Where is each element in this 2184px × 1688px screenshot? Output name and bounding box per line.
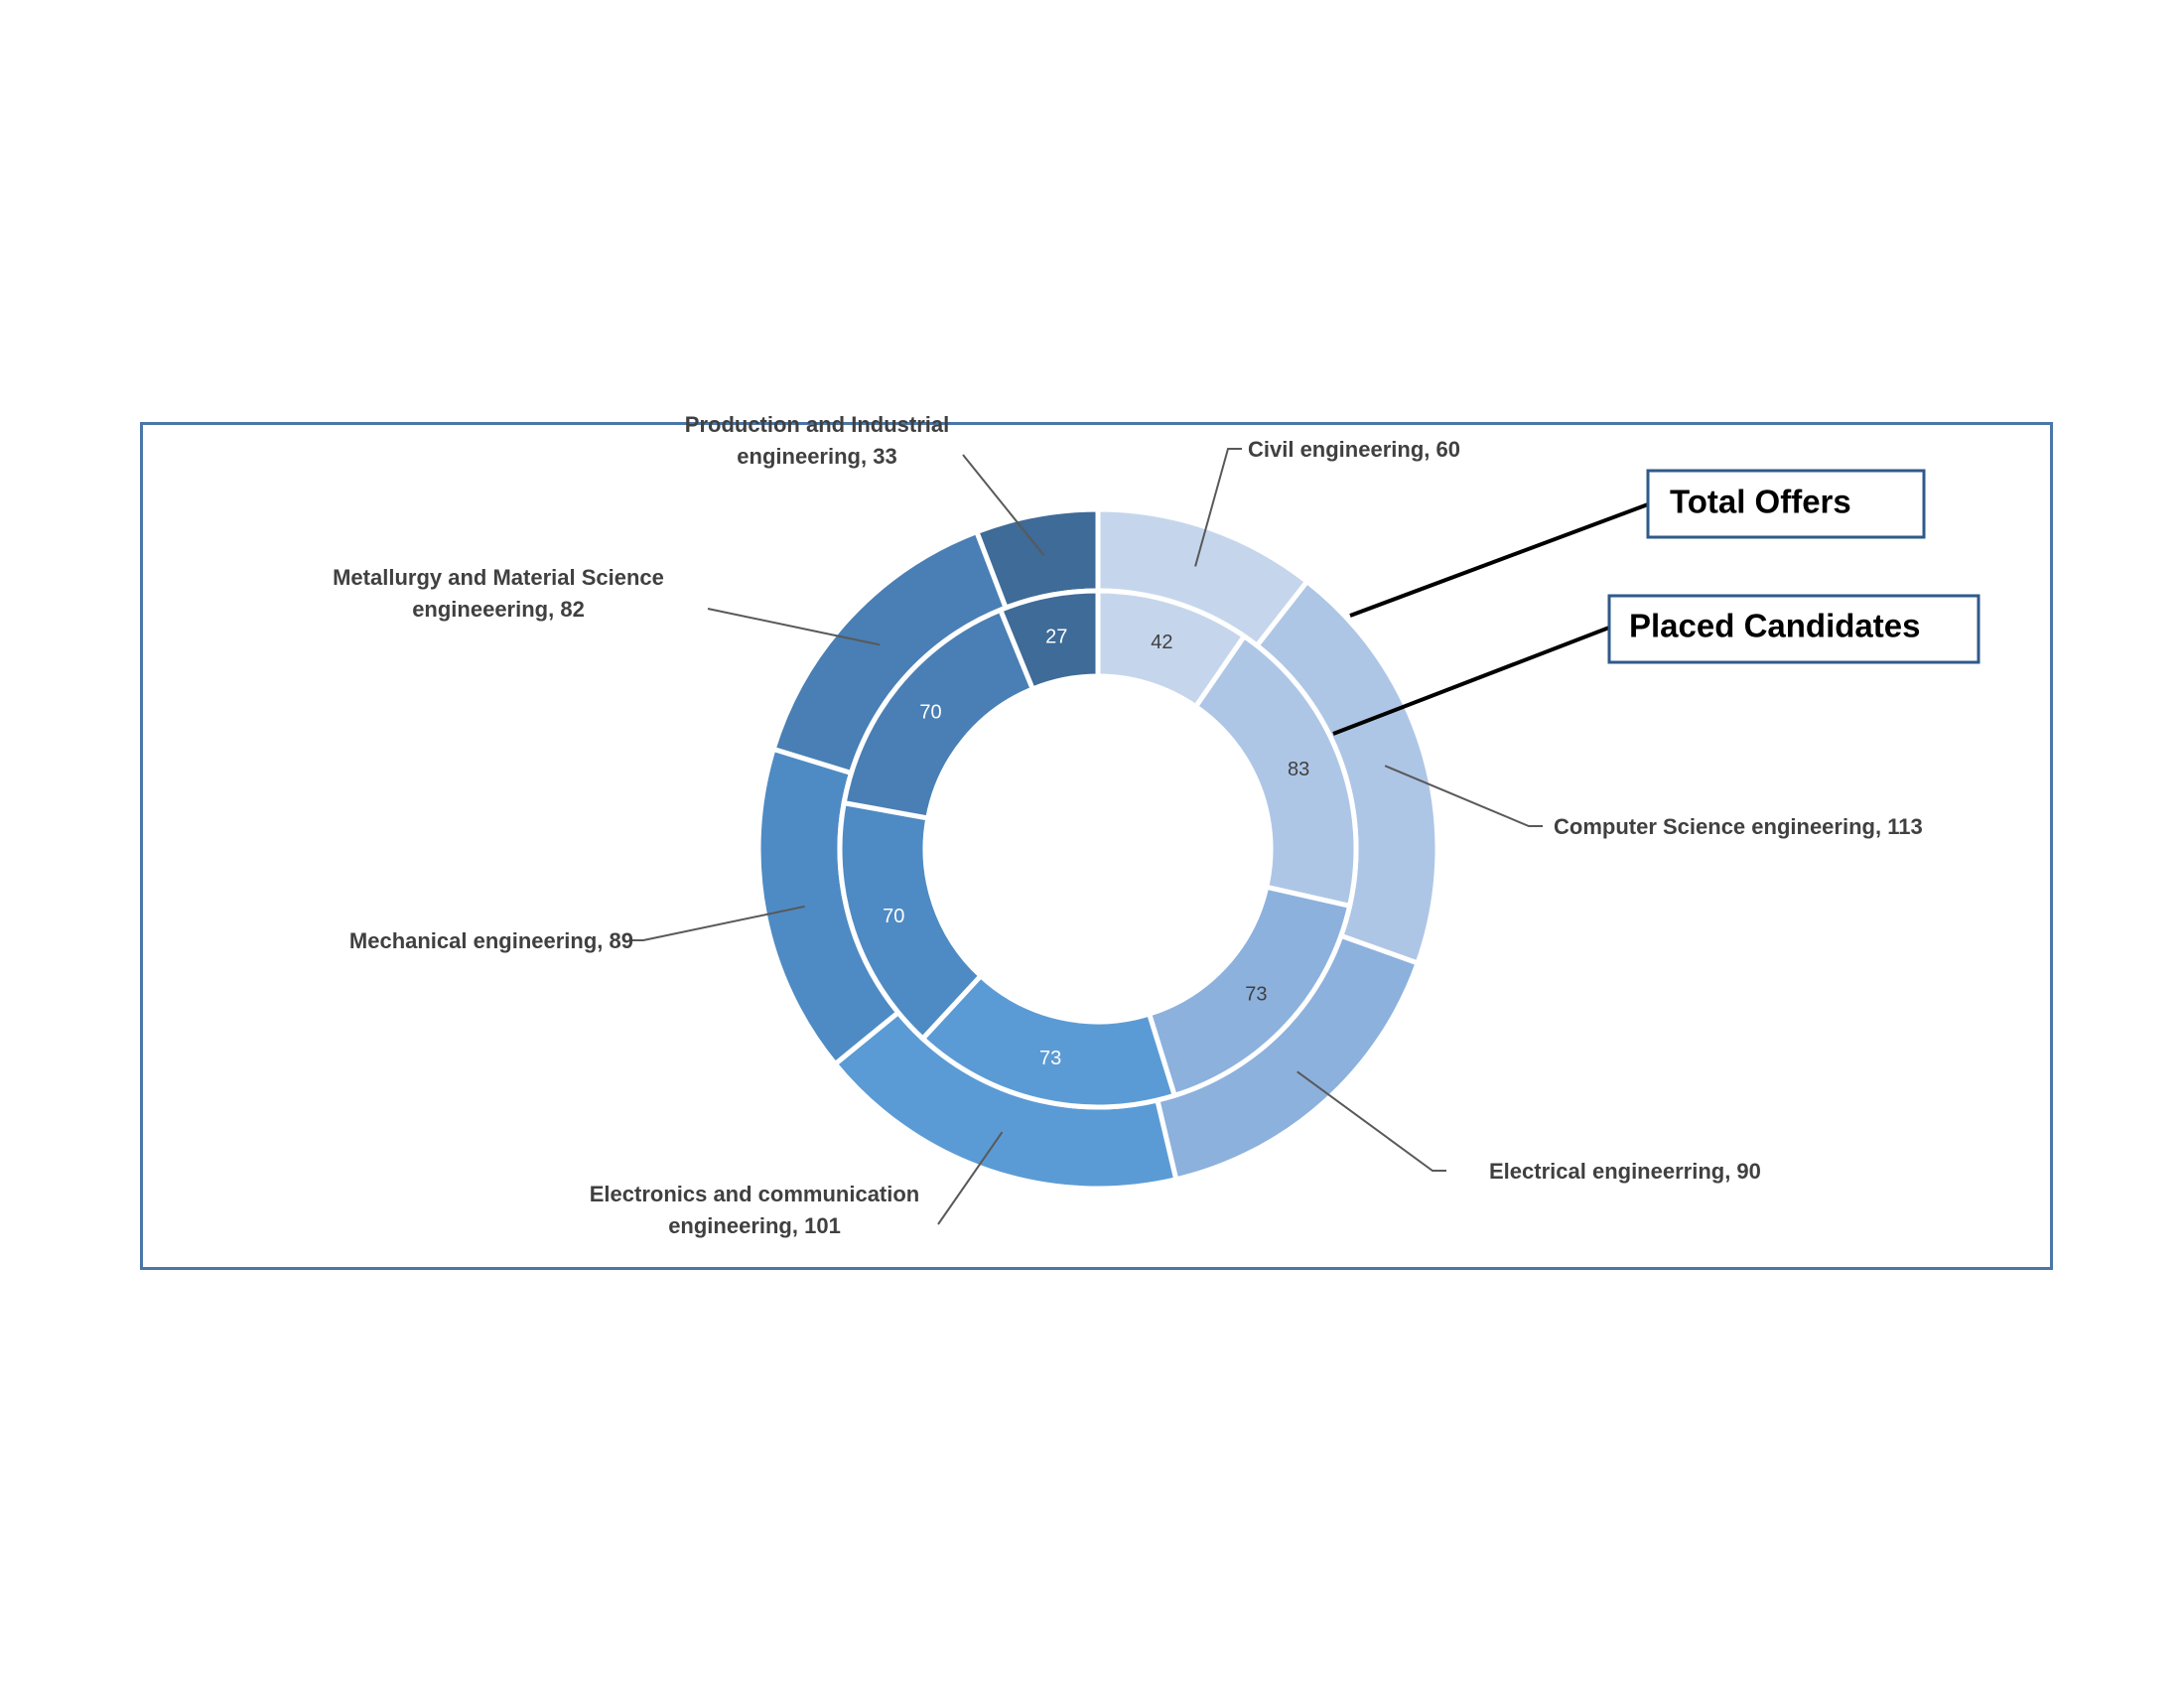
category-label-civil-engineering: Civil engineering, 60 — [1248, 437, 1460, 462]
leader-lines — [629, 448, 1543, 1225]
category-labels: Civil engineering, 60 Computer Science en… — [333, 412, 1923, 1238]
leader-line-metallurgy-and-material-science-engineeering — [707, 608, 881, 646]
inner-value-mechanical-engineering: 70 — [883, 906, 904, 927]
callout-total-offers: Total Offers — [1349, 469, 1926, 618]
category-label-computer-science-engineering: Computer Science engineering, 113 — [1554, 814, 1923, 839]
chart-frame — [140, 422, 2053, 1270]
callout-placed-candidates: Placed Candidates — [1332, 594, 1980, 736]
inner-value-electronics-and-communication-engineering: 73 — [1039, 1048, 1061, 1069]
callout-placed-candidates-box — [1607, 594, 1980, 664]
inner-value-labels: 42 83 73 73 70 70 27 — [883, 626, 1309, 1069]
callout-total-offers-line — [1349, 502, 1649, 618]
leader-line-production-and-industrial-engineering — [962, 454, 1045, 556]
inner-value-production-and-industrial-engineering: 27 — [1045, 626, 1067, 647]
callout-total-offers-text: Total Offers — [1670, 484, 1851, 520]
callout-placed-candidates-text: Placed Candidates — [1629, 608, 1920, 644]
inner-value-metallurgy-and-material-science-engineeering: 70 — [919, 702, 941, 724]
category-label-electrical-engineerring: Electrical engineerring, 90 — [1489, 1159, 1761, 1184]
inner-value-electrical-engineerring: 73 — [1245, 984, 1267, 1006]
category-label-mechanical-engineering: Mechanical engineering, 89 — [349, 928, 633, 953]
inner-slice-computer-science-engineering — [1192, 633, 1359, 910]
leader-line-computer-science-engineering — [1384, 765, 1543, 827]
leader-line-civil-engineering — [1194, 448, 1242, 567]
inner-ring-placed-candidates — [837, 588, 1359, 1110]
callout-total-offers-box — [1646, 469, 1926, 539]
callout-placed-candidates-line — [1332, 626, 1610, 736]
leader-line-electrical-engineerring — [1297, 1070, 1446, 1172]
leader-line-mechanical-engineering — [629, 905, 805, 941]
inner-value-civil-engineering: 42 — [1151, 632, 1172, 653]
inner-slice-production-and-industrial-engineering — [997, 588, 1101, 693]
leader-line-electronics-and-communication-engineering — [937, 1131, 1004, 1225]
inner-value-computer-science-engineering: 83 — [1288, 759, 1309, 780]
